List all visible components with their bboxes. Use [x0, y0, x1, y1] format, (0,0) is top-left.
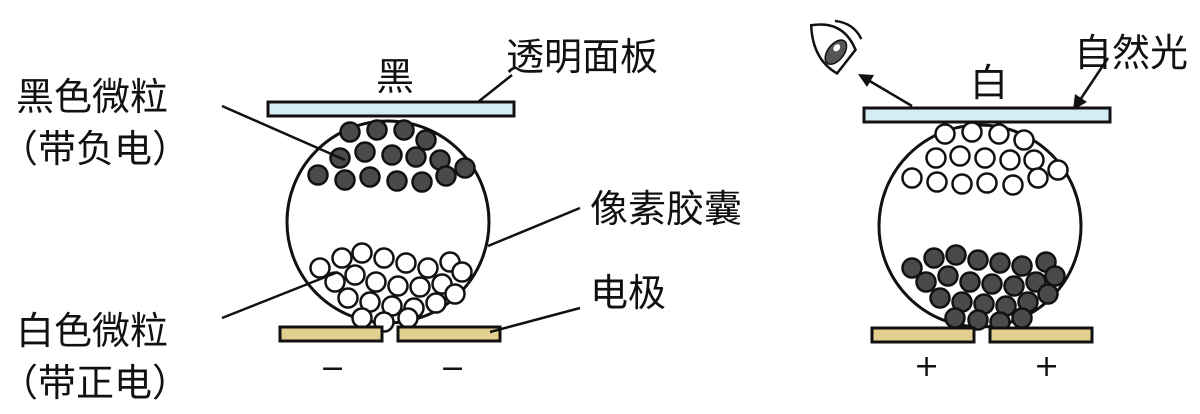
black-particle: [415, 129, 437, 151]
black-particle-charge: （带负电）: [0, 127, 190, 171]
black-particle: [967, 249, 989, 271]
white-particle: [344, 264, 366, 286]
black-particle: [923, 247, 945, 269]
left-transparent-panel: [266, 100, 516, 118]
white-particle: [309, 257, 331, 279]
white-particle: [395, 252, 417, 274]
white-particle: [409, 276, 431, 298]
left-black-particles: [307, 119, 476, 193]
white-particle: [1027, 167, 1049, 189]
left-unit: 黑 透明面板 黑色微粒 （带负电） 像素胶囊 电极 白色微粒 （带正电） − −: [0, 35, 742, 405]
white-particle: [351, 242, 373, 264]
white-particle: [337, 287, 359, 309]
black-particle: [967, 309, 989, 331]
black-particle-leader-line: [221, 104, 346, 162]
white-particle: [974, 147, 996, 169]
white-particle: [351, 307, 373, 329]
white-particle: [397, 307, 419, 329]
reflected-light-arrow: [858, 74, 913, 108]
left-electrode-sign-left: −: [320, 351, 345, 386]
white-particle: [999, 149, 1021, 171]
right-white-particles: [901, 121, 1069, 196]
right-unit: 白 自然光 + +: [809, 19, 1188, 384]
black-particle: [354, 141, 376, 163]
electrode-leader-line: [489, 306, 581, 334]
white-particle: [1002, 174, 1024, 196]
black-particle: [981, 273, 1003, 295]
white-particle: [331, 247, 353, 269]
black-particle: [945, 244, 967, 266]
black-particle: [386, 170, 408, 192]
white-particle: [951, 173, 973, 195]
black-particle-label: 黑色微粒: [16, 75, 168, 119]
black-particle: [989, 252, 1011, 274]
white-particle: [1047, 159, 1069, 181]
white-particle: [934, 123, 956, 145]
black-particle: [454, 157, 476, 179]
white-particle-label: 白色微粒: [16, 309, 168, 353]
black-particle: [1011, 255, 1033, 277]
black-particle: [307, 164, 329, 186]
right-state-label: 白: [970, 61, 1008, 105]
right-electrode-sign-left: +: [914, 349, 939, 384]
black-particle: [366, 119, 388, 141]
black-particle: [1003, 275, 1025, 297]
black-particle: [901, 257, 923, 279]
black-particle: [1044, 265, 1066, 287]
white-particle: [901, 167, 923, 189]
white-particle: [926, 171, 948, 193]
white-particle: [961, 121, 983, 143]
white-particle: [1023, 149, 1045, 171]
natural-light-arrow: [1073, 57, 1110, 110]
white-particle: [925, 147, 947, 169]
black-particle: [339, 121, 361, 143]
panel-leader-line: [477, 74, 513, 103]
black-particle: [435, 165, 457, 187]
black-particle: [411, 171, 433, 193]
right-electrode-right: [988, 326, 1094, 344]
white-particle-leader-line: [221, 270, 339, 320]
white-particle: [365, 271, 387, 293]
white-particle: [949, 145, 971, 167]
black-particle: [959, 271, 981, 293]
white-particle: [417, 257, 439, 279]
left-electrode-sign-right: −: [440, 351, 465, 386]
black-particle: [929, 287, 951, 309]
black-particle: [381, 144, 403, 166]
left-state-label: 黑: [376, 55, 414, 99]
black-particle: [1037, 283, 1059, 305]
white-particle: [1013, 129, 1035, 151]
right-black-particles: [901, 244, 1066, 333]
eye-icon: [809, 19, 863, 76]
right-electrode-sign-right: +: [1034, 349, 1059, 384]
electrode-label: 电极: [590, 271, 666, 315]
right-transparent-panel: [862, 106, 1112, 124]
white-particle: [373, 247, 395, 269]
black-particle: [915, 271, 937, 293]
right-electrode-left: [870, 326, 976, 344]
capsule-label: 像素胶囊: [590, 187, 742, 231]
natural-light-label: 自然光: [1074, 31, 1188, 75]
capsule-leader-line: [487, 206, 581, 248]
black-particle: [393, 119, 415, 141]
white-particle-charge: （带正电）: [0, 361, 190, 405]
black-particle: [1011, 307, 1033, 329]
left-electrode-right: [396, 325, 502, 343]
black-particle: [937, 265, 959, 287]
white-particle: [988, 123, 1010, 145]
left-white-particles: [309, 242, 473, 333]
white-particle: [444, 283, 466, 305]
left-electrode-left: [278, 325, 384, 343]
black-particle: [334, 169, 356, 191]
white-particle: [976, 172, 998, 194]
white-particle: [451, 261, 473, 283]
white-particle: [387, 275, 409, 297]
black-particle: [944, 307, 966, 329]
panel-label: 透明面板: [506, 35, 658, 79]
black-particle: [359, 166, 381, 188]
black-particle: [405, 146, 427, 168]
white-particle: [425, 292, 447, 314]
